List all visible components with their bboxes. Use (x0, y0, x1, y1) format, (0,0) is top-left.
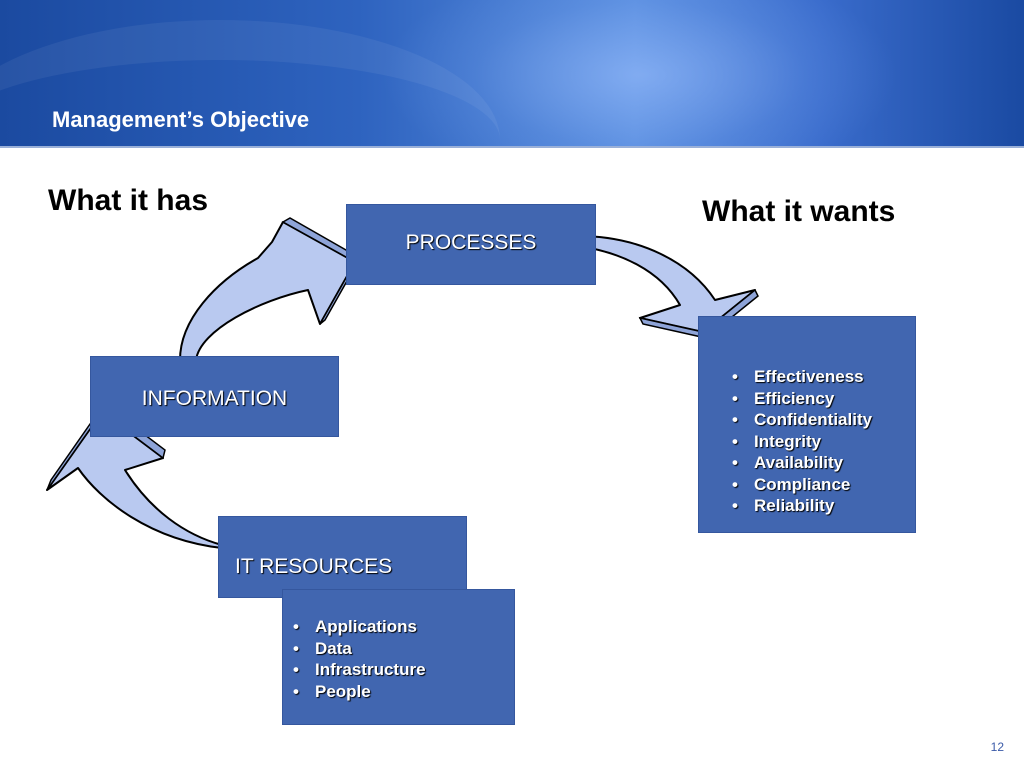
what-it-has-label: What it has (48, 184, 209, 217)
page-number: 12 (990, 740, 1004, 754)
list-item: •People (293, 681, 371, 701)
information-label: INFORMATION (141, 387, 288, 410)
what-it-wants-label: What it wants (702, 195, 896, 228)
resources-box: •Applications •Data •Infrastructure •Peo… (283, 590, 514, 724)
processes-label: PROCESSES (405, 231, 537, 254)
slide-header: Management’s Objective (0, 0, 1024, 146)
list-item: •Efficiency (732, 388, 835, 408)
resources-list: •Applications •Data •Infrastructure •Peo… (293, 616, 426, 702)
slide-title: Management’s Objective (52, 107, 310, 132)
list-item: •Data (293, 638, 352, 658)
processes-box: PROCESSES (347, 205, 595, 284)
list-item: •Integrity (732, 431, 822, 451)
it-resources-label: IT RESOURCES (235, 555, 393, 578)
header-divider (0, 146, 1024, 148)
information-box: INFORMATION (91, 357, 338, 436)
list-item: •Effectiveness (732, 367, 864, 386)
list-item: •Infrastructure (293, 660, 426, 679)
it-resources-box: IT RESOURCES (219, 517, 466, 597)
criteria-box: •Effectiveness •Efficiency •Confidential… (699, 317, 915, 532)
criteria-list: •Effectiveness •Efficiency •Confidential… (732, 366, 872, 517)
list-item: •Availability (732, 453, 844, 472)
list-item: •Compliance (732, 474, 851, 494)
list-item: •Reliability (732, 496, 835, 515)
list-item: •Applications (293, 617, 418, 636)
list-item: •Confidentiality (732, 410, 873, 429)
